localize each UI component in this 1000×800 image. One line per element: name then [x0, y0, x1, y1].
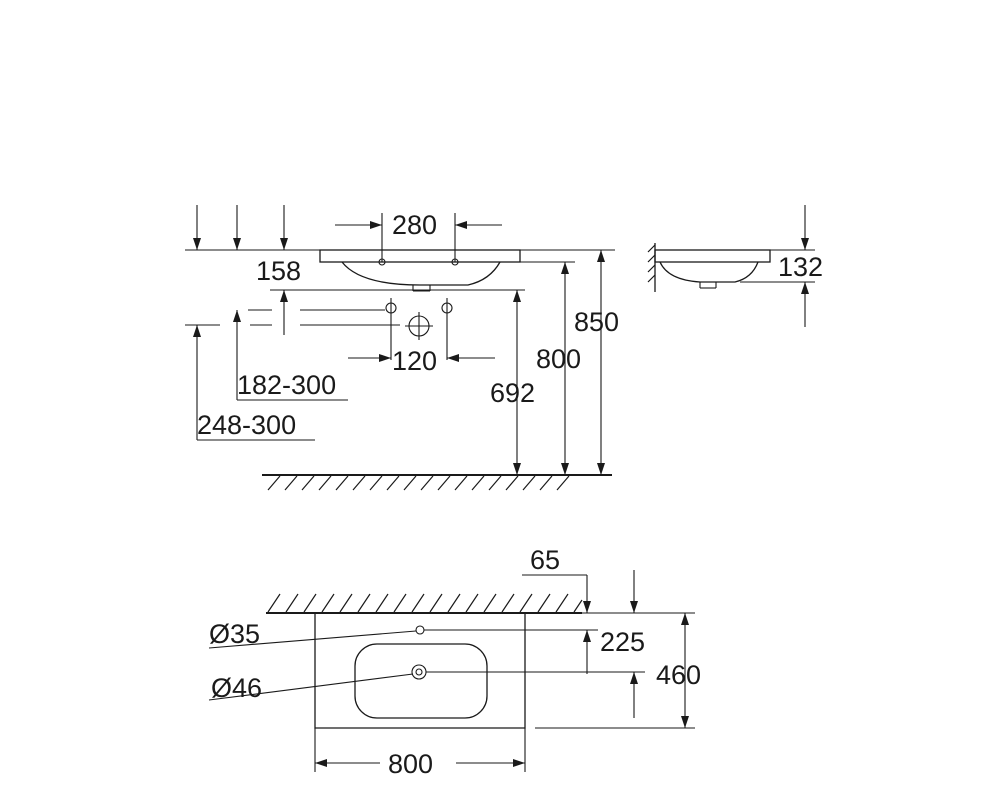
- dim-800-width: 800: [388, 749, 433, 779]
- dim-182-300: 182-300: [237, 370, 336, 400]
- dim-132: 132: [778, 252, 823, 282]
- dim-280: 280: [392, 210, 437, 240]
- dim-460: 460: [656, 660, 701, 690]
- dim-225: 225: [600, 627, 645, 657]
- dim-158: 158: [256, 256, 301, 286]
- dim-850: 850: [574, 307, 619, 337]
- side-elevation-view: 280 158 120 182-300 248-300: [185, 205, 619, 491]
- profile-view: 132: [647, 205, 823, 327]
- floor-hatch: [267, 475, 570, 491]
- dim-65: 65: [530, 545, 560, 575]
- wall-hatch: [267, 593, 583, 613]
- dim-692: 692: [490, 378, 535, 408]
- plan-view: 65 225 460 Ø35 Ø46 800: [208, 545, 701, 779]
- dim-248-300: 248-300: [197, 410, 296, 440]
- dim-120: 120: [392, 346, 437, 376]
- dim-dia-46: Ø46: [211, 673, 262, 703]
- dim-dia-35: Ø35: [209, 619, 260, 649]
- dim-800-height: 800: [536, 344, 581, 374]
